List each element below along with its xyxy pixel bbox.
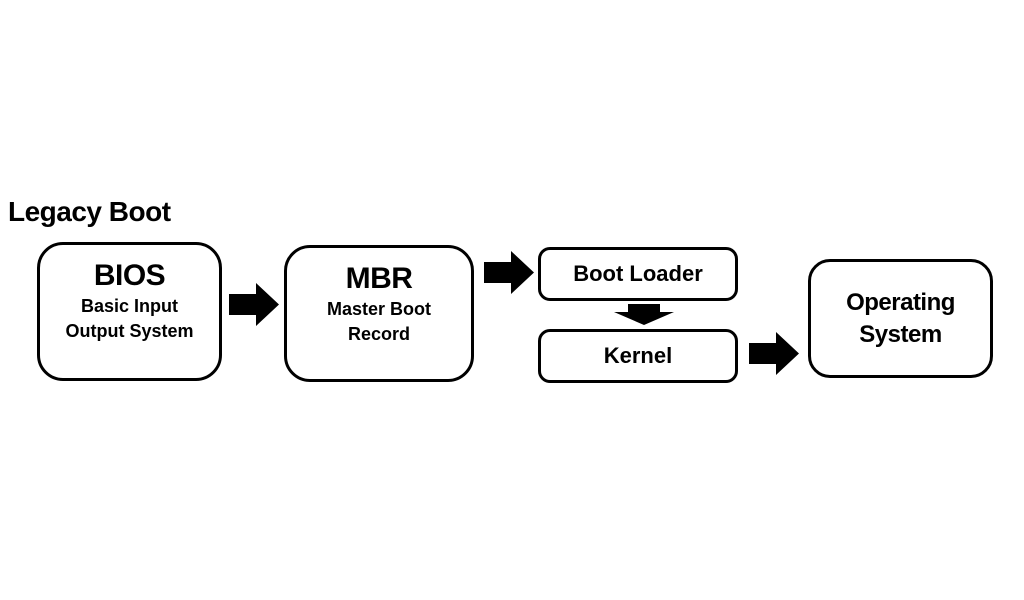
right-arrow-icon — [229, 283, 279, 326]
node-boot-loader-label: Boot Loader — [573, 260, 703, 286]
diagram-title: Legacy Boot — [8, 196, 171, 227]
arrow-bios-to-mbr — [229, 283, 279, 326]
node-mbr-title: MBR — [345, 262, 413, 295]
node-mbr-subtitle-line: Master Boot — [326, 299, 431, 319]
right-arrow-icon — [749, 332, 799, 375]
node-bios: BIOS Basic Input Output System — [37, 242, 222, 381]
node-operating-system-label-line: Operating — [846, 289, 955, 317]
node-kernel-label: Kernel — [603, 342, 673, 368]
node-bios-subtitle-line: Output System — [65, 320, 194, 341]
arrow-mbr-to-boot-loader — [484, 251, 534, 294]
node-operating-system-label-line: System — [859, 320, 942, 348]
node-mbr-subtitle-line: Record — [347, 323, 410, 344]
right-arrow-icon — [484, 251, 534, 294]
arrow-kernel-to-operating-system — [749, 332, 799, 375]
node-bios-subtitle-line: Basic Input — [80, 296, 178, 316]
node-kernel: Kernel — [538, 329, 738, 383]
arrow-boot-loader-to-kernel — [614, 304, 674, 325]
node-boot-loader: Boot Loader — [538, 247, 738, 301]
node-mbr: MBR Master Boot Record — [284, 245, 474, 382]
down-arrow-icon — [614, 304, 674, 325]
node-operating-system: Operating System — [808, 259, 993, 378]
node-bios-title: BIOS — [93, 259, 166, 292]
